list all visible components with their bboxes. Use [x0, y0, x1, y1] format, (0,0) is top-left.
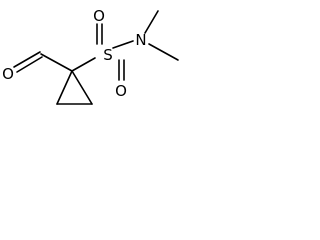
sulfonyl-oxygen-bottom-label: O [115, 82, 127, 100]
aldehyde-carbon-bond [40, 53, 73, 72]
aldehyde-double-bond-line-2 [16, 56, 43, 73]
sulfonyl-oxygen-top-label: O [93, 7, 105, 25]
cyclopropane-bond-left [56, 70, 73, 105]
bonds [13, 10, 179, 105]
sulfur-nitrogen-bond [112, 40, 134, 49]
aldehyde-oxygen-label: O [2, 65, 14, 83]
aldehyde-double-bond-line-1 [13, 51, 41, 68]
atom-labels: O S O O N [2, 7, 147, 100]
carbon-sulfur-bond [71, 57, 96, 72]
nitrogen-methyl-bond-right [148, 43, 179, 61]
sulfur-label: S [103, 46, 113, 64]
chemical-structure-diagram: O S O O N [2, 7, 179, 105]
nitrogen-label: N [135, 31, 146, 49]
nitrogen-methyl-bond-up [144, 10, 159, 34]
cyclopropane-bond-right [71, 70, 93, 105]
